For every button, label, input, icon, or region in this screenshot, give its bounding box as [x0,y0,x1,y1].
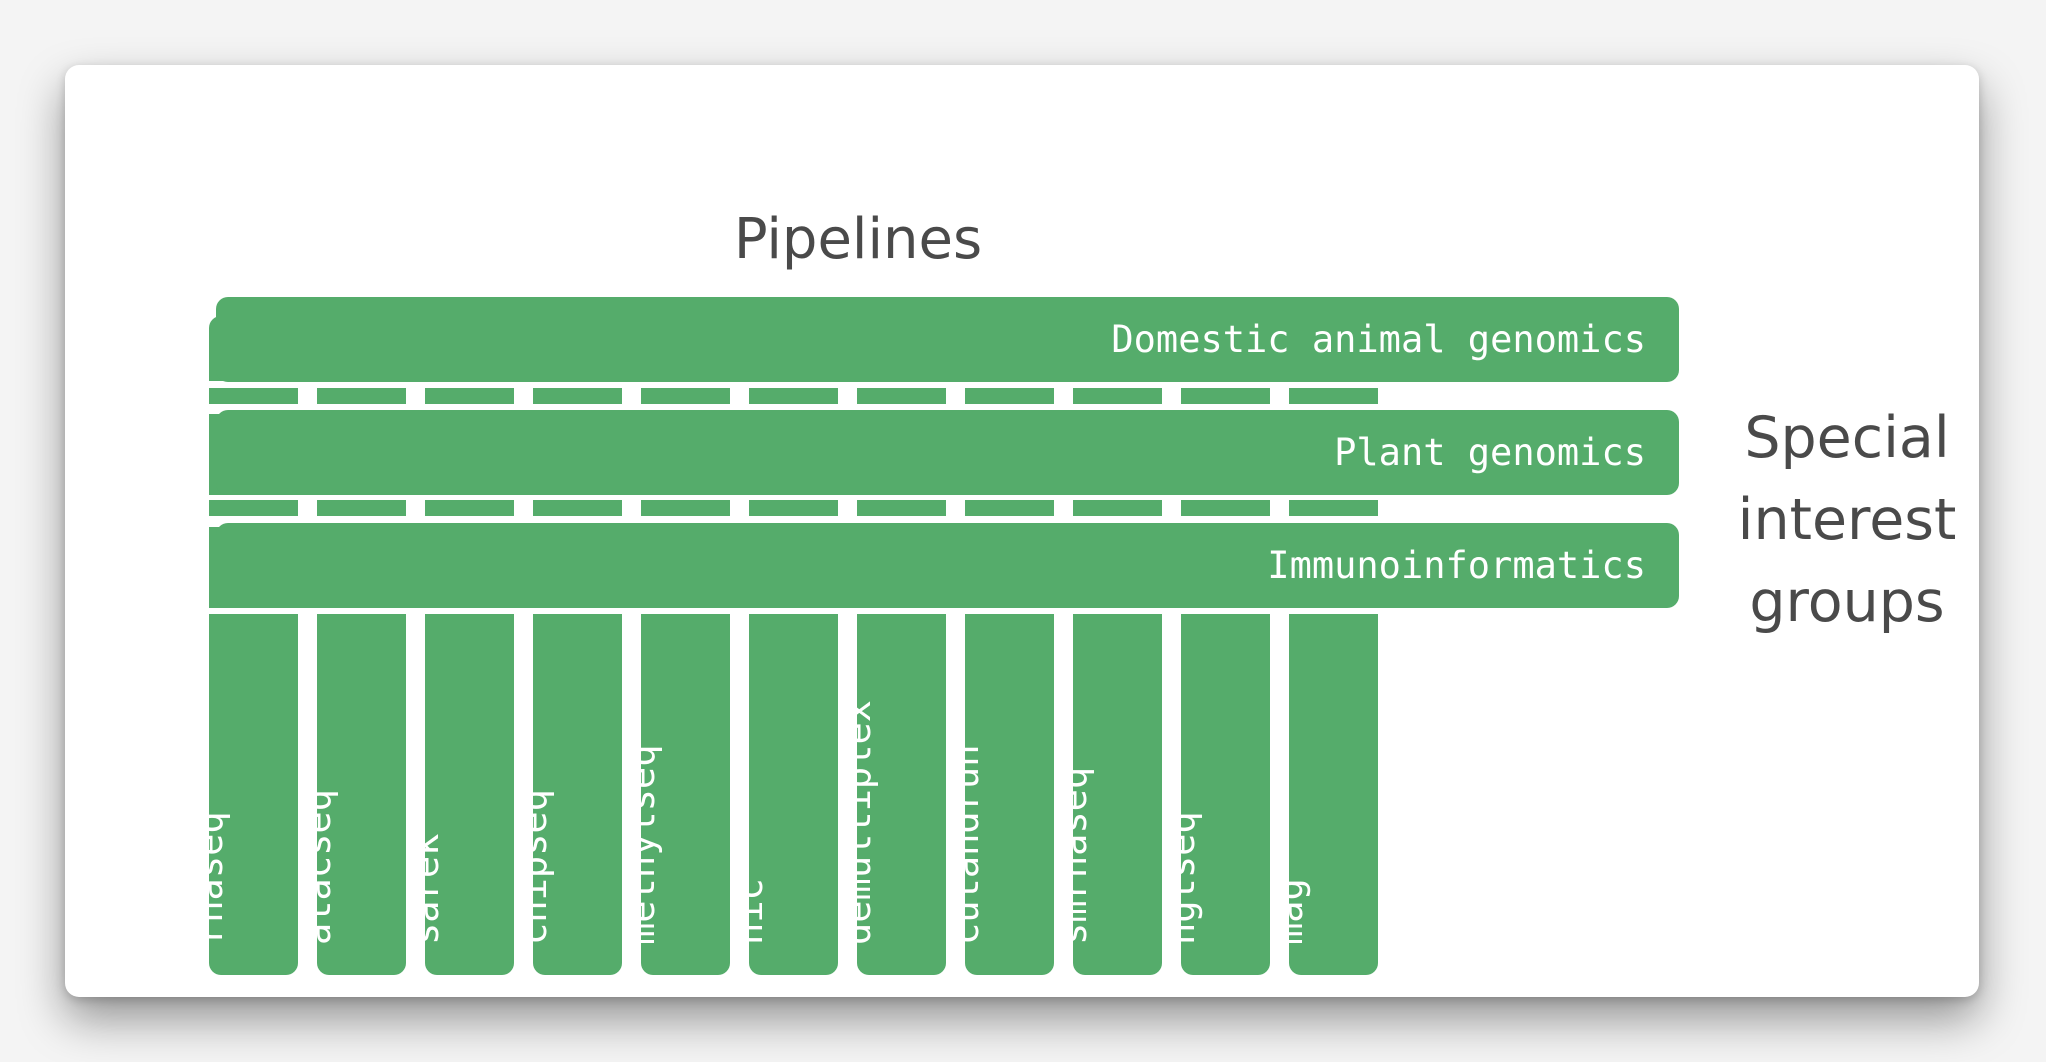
divider [205,608,1505,614]
sig-label: Domestic animal genomics [1111,318,1646,361]
diagram-card: Pipelines Special interest groups rnaseq… [65,65,1979,997]
divider [205,495,1505,500]
pipeline-label: methylseq [619,744,663,945]
divider [205,291,1505,297]
pipeline-label: hgtseq [1159,811,1203,945]
pipeline-label: smrnaseq [1051,766,1095,945]
pipeline-label: demultiplex [835,699,879,945]
pipeline-label: rnaseq [187,811,231,945]
divider [205,381,1505,388]
pipeline-label: atacseq [295,789,339,945]
special-interest-heading-line: Special [1744,405,1950,471]
pipeline-label: mag [1267,878,1311,945]
sig-label: Plant genomics [1334,431,1646,474]
sig-label: Immunoinformatics [1267,544,1646,587]
special-interest-heading: Special interest groups [1707,397,1987,643]
divider [205,404,1505,414]
special-interest-heading-line: interest [1737,487,1957,553]
pipeline-label: hic [727,878,771,945]
special-interest-heading-line: groups [1749,569,1945,635]
pipeline-label: cutandrun [943,744,987,945]
sig-bar: Domestic animal genomics [216,297,1679,382]
pipeline-label: chipseq [511,789,555,945]
sig-bar: Immunoinformatics [216,523,1679,608]
sig-bar: Plant genomics [216,410,1679,495]
divider [205,516,1505,527]
pipeline-label: sarek [403,833,447,945]
pipelines-heading: Pipelines [733,207,983,272]
